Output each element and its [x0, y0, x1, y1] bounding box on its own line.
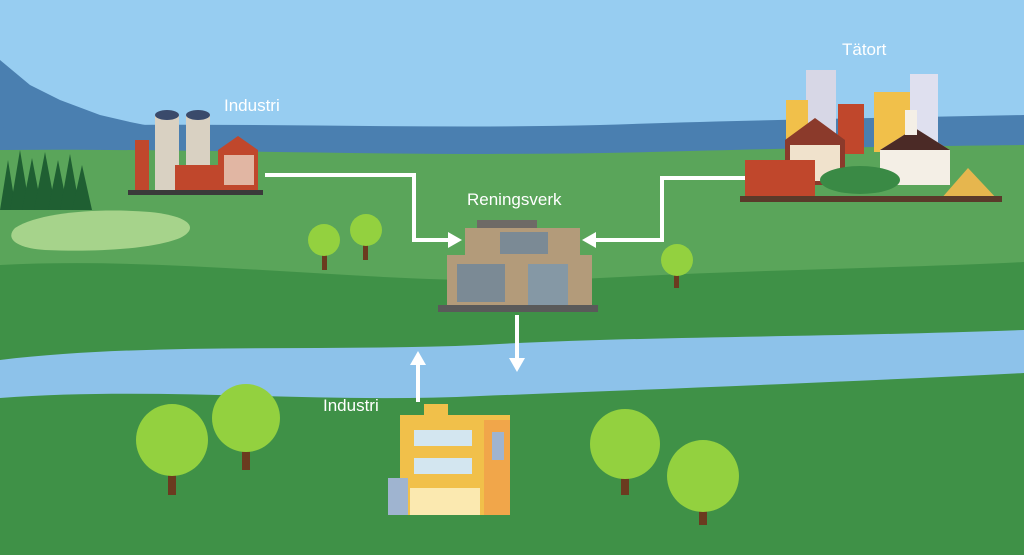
industrial-building-icon [388, 404, 510, 515]
factory-icon [128, 110, 263, 195]
tree-icon [136, 404, 208, 495]
town-icon [740, 70, 1002, 202]
meadow-patch [11, 210, 190, 251]
tatort-label: Tätort [842, 40, 887, 59]
river [0, 330, 1024, 400]
tree-icon [212, 384, 280, 470]
tree-icon [350, 214, 382, 260]
treatment-plant-icon [438, 220, 598, 312]
arrowheads [410, 232, 596, 372]
tree-icon [308, 224, 340, 270]
industri-top-label: Industri [224, 96, 280, 115]
arrow-tatort-to-reningsverk [596, 176, 745, 242]
arrow-industri-to-reningsverk [265, 173, 448, 242]
industri-bottom-label: Industri [323, 396, 379, 415]
tree-icon [667, 440, 739, 525]
flow-arrows [265, 173, 745, 402]
tree-icon [661, 244, 693, 288]
reningsverk-label: Reningsverk [467, 190, 562, 209]
tree-icon [590, 409, 660, 495]
forest-icon [0, 150, 92, 210]
